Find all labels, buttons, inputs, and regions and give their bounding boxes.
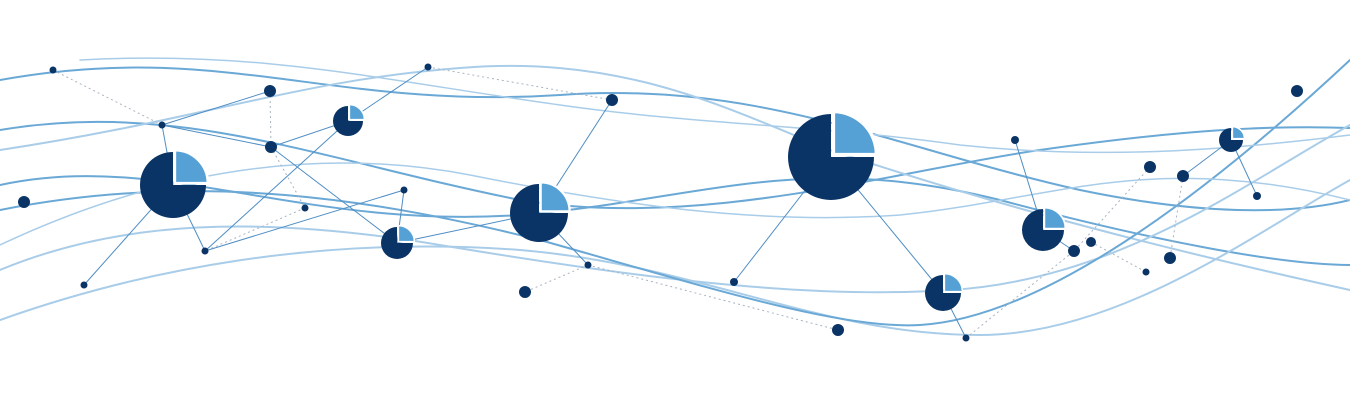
network-dot (1142, 268, 1150, 276)
network-small-nodes (18, 63, 1303, 342)
wave-line (0, 59, 1350, 327)
network-dot (265, 141, 277, 153)
wave-line (79, 57, 1350, 154)
pie-chart-node (510, 181, 571, 242)
wave-line (0, 120, 1350, 210)
dotted-link (1090, 241, 1147, 273)
pie-dark-slice (788, 114, 874, 200)
wave-line (0, 162, 1350, 246)
dotted-link (965, 250, 1075, 339)
flowing-wave-lines (0, 57, 1350, 337)
network-dot (1177, 170, 1189, 182)
network-dot (1253, 192, 1261, 200)
pie-light-slice (831, 109, 879, 157)
pie-light-slice (397, 224, 416, 243)
pie-chart-node (1219, 125, 1246, 152)
pie-dark-slice (1219, 128, 1243, 152)
dotted-link (204, 207, 306, 252)
network-dot (80, 281, 88, 289)
wave-line (0, 124, 1350, 294)
pie-dark-slice (1022, 209, 1064, 251)
network-dot (400, 186, 408, 194)
pie-dark-slice (381, 227, 413, 259)
network-dot (1291, 85, 1303, 97)
dotted-link (427, 66, 613, 101)
pie-chart-node (1022, 206, 1067, 251)
pie-chart-node (925, 272, 964, 311)
pie-dark-slice (140, 152, 206, 218)
pie-chart-node (333, 103, 366, 136)
network-dot (1068, 245, 1080, 257)
dotted-link (1169, 175, 1184, 259)
network-dot (301, 204, 309, 212)
pie-dark-slice (510, 184, 568, 242)
dotted-link (269, 90, 272, 148)
link-line (204, 189, 405, 252)
pie-light-slice (173, 148, 210, 185)
dotted-link (587, 264, 839, 331)
dotted-link (270, 146, 306, 209)
wave-line (0, 66, 1350, 212)
pie-chart-node (140, 148, 210, 218)
pie-light-slice (1043, 206, 1067, 230)
network-dot (606, 94, 618, 106)
pie-light-slice (943, 272, 964, 293)
link-line (204, 120, 349, 252)
network-links (52, 66, 1258, 339)
network-dot (730, 278, 738, 286)
pie-dark-slice (333, 106, 363, 136)
pie-chart-node (381, 224, 416, 259)
pie-chart-node (788, 109, 879, 200)
pie-dark-slice (925, 275, 961, 311)
dotted-link (52, 69, 163, 126)
dotted-link (1073, 166, 1151, 252)
pie-chart-nodes (140, 103, 1246, 311)
network-dot (1164, 252, 1176, 264)
wave-line (0, 175, 1350, 266)
network-dot (424, 63, 432, 71)
network-dot (584, 261, 592, 269)
dotted-link (524, 264, 589, 293)
pie-light-slice (1231, 125, 1246, 140)
link-line (270, 146, 398, 244)
link-line (161, 90, 271, 126)
network-dot (201, 247, 209, 255)
network-dot (264, 85, 276, 97)
network-dot (519, 286, 531, 298)
network-dot (1086, 237, 1096, 247)
wave-line (0, 179, 1350, 337)
network-dot (49, 66, 57, 74)
pie-light-slice (348, 103, 366, 121)
network-dot (832, 324, 844, 336)
link-line (161, 124, 272, 148)
network-dot (158, 121, 166, 129)
network-dot (1011, 136, 1019, 144)
network-dot (18, 196, 30, 208)
pie-light-slice (539, 181, 571, 213)
network-dot (962, 334, 970, 342)
network-dot (1144, 161, 1156, 173)
